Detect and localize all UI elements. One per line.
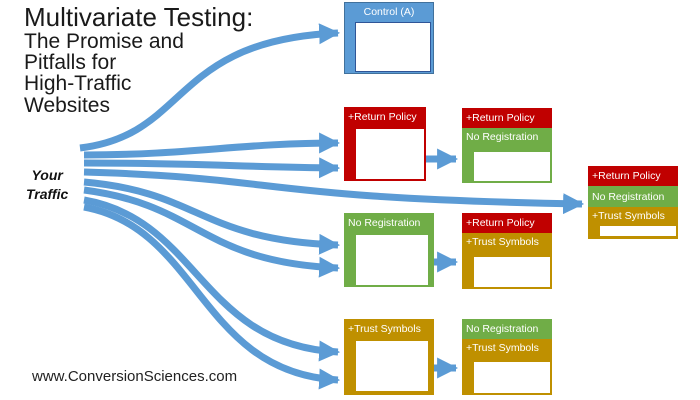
variant-return-trust-page [474,257,550,287]
page-title: Multivariate Testing: The Promise and Pi… [24,4,253,116]
flow-to-trust-symbols [83,196,341,362]
flow-to-return-policy-2 [83,157,341,179]
variant-no-registration-label: No Registration [348,217,421,229]
title-main: Multivariate Testing: [24,2,254,32]
variant-control: Control (A) [344,2,434,74]
flow-to-control [79,23,341,152]
flow-to-no-registration-2 [83,186,341,278]
flow-to-no-registration [83,178,341,255]
variant-all-three-band-1: +Return Policy [588,166,678,186]
flow-to-return-policy [83,132,341,159]
variant-return-policy: +Return Policy [344,107,426,181]
variant-trust-symbols: +Trust Symbols [344,319,434,395]
title-line-1: The Promise and [24,29,184,53]
variant-all-three-band-2: No Registration [588,186,678,207]
variant-noreg-trust-page [474,362,550,393]
variant-return-noreg: +Return Policy No Registration [462,108,552,183]
variant-no-registration-page [356,235,428,285]
variant-no-registration: No Registration [344,213,434,287]
variant-control-label: Control (A) [363,6,415,18]
title-line-2: Pitfalls for [24,50,117,74]
title-line-3: High-Traffic [24,72,132,96]
variant-all-three-page [600,226,676,236]
traffic-label: Your Traffic [26,167,69,202]
variant-return-trust: +Return Policy +Trust Symbols [462,213,552,289]
variant-return-policy-label: +Return Policy [348,111,417,123]
variant-return-trust-band-1: +Return Policy [462,213,552,233]
title-line-4: Websites [24,93,110,117]
flow-to-all-three [83,168,585,215]
variant-noreg-trust: No Registration +Trust Symbols [462,319,552,395]
variant-noreg-trust-band-1: No Registration [462,319,552,339]
variant-return-policy-page [356,129,424,179]
variant-trust-symbols-page [356,341,428,391]
flow-to-trust-symbols-2 [83,203,341,390]
variant-control-page [355,22,431,72]
variant-trust-symbols-label: +Trust Symbols [348,323,421,335]
variant-return-noreg-page [474,152,550,181]
footer-url: www.ConversionSciences.com [32,368,238,385]
variant-all-three: +Return Policy No Registration +Trust Sy… [588,166,678,239]
variant-return-noreg-band-1: +Return Policy [462,108,552,128]
